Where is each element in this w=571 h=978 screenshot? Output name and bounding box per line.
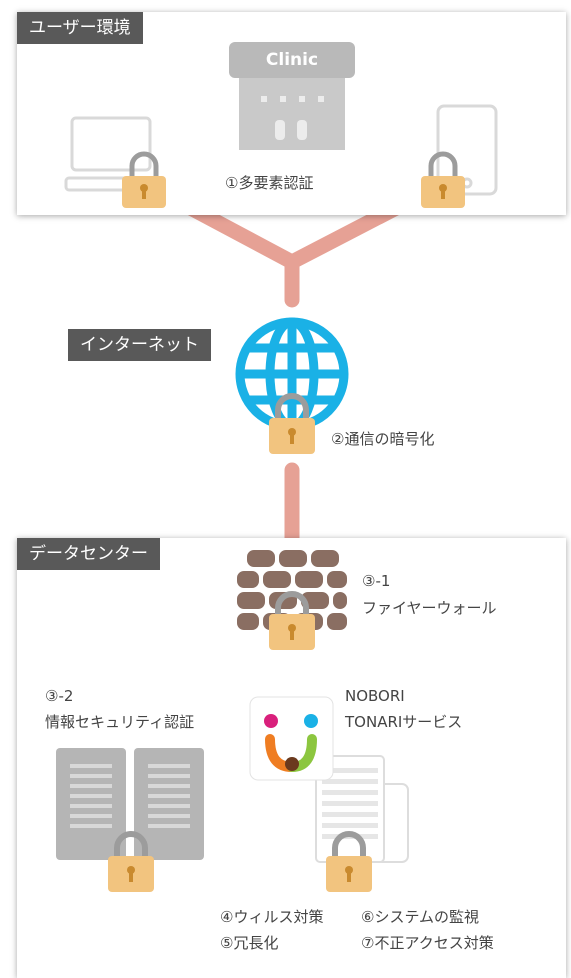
measure-virus: ④ウィルス対策: [220, 908, 324, 926]
server-icon: [315, 755, 409, 863]
encryption-caption: ②通信の暗号化: [331, 430, 435, 448]
lock-icon-certification: [108, 831, 154, 892]
mfa-caption: ①多要素認証: [225, 174, 314, 192]
lock-icon-firewall: [269, 591, 315, 650]
measure-monitoring: ⑥システムの監視: [361, 908, 479, 926]
certification-label: 情報セキュリティ認証: [45, 713, 195, 731]
clinic-sign: Clinic: [265, 50, 319, 70]
nobori-app-logo-icon: [249, 696, 334, 781]
firewall-label: ファイヤーウォール: [362, 599, 497, 617]
measure-redundancy: ⑤冗長化: [220, 934, 279, 952]
lock-icon-server: [326, 831, 372, 892]
user-environment-tag: ユーザー環境: [17, 12, 143, 44]
lock-icon-internet: [269, 393, 315, 454]
certification-number: ③-2: [45, 687, 74, 705]
clinic-building-icon: [229, 42, 355, 150]
measure-unauthorized-access: ⑦不正アクセス対策: [361, 934, 494, 952]
lock-icon-desktop: [122, 151, 166, 208]
service-name-line2: TONARIサービス: [345, 713, 463, 731]
service-name-line1: NOBORI: [345, 687, 405, 705]
firewall-number: ③-1: [362, 572, 391, 590]
office-buildings-icon: [56, 748, 204, 860]
internet-tag: インターネット: [68, 329, 211, 361]
datacenter-tag: データセンター: [17, 538, 160, 570]
lock-icon-tablet: [421, 151, 465, 208]
